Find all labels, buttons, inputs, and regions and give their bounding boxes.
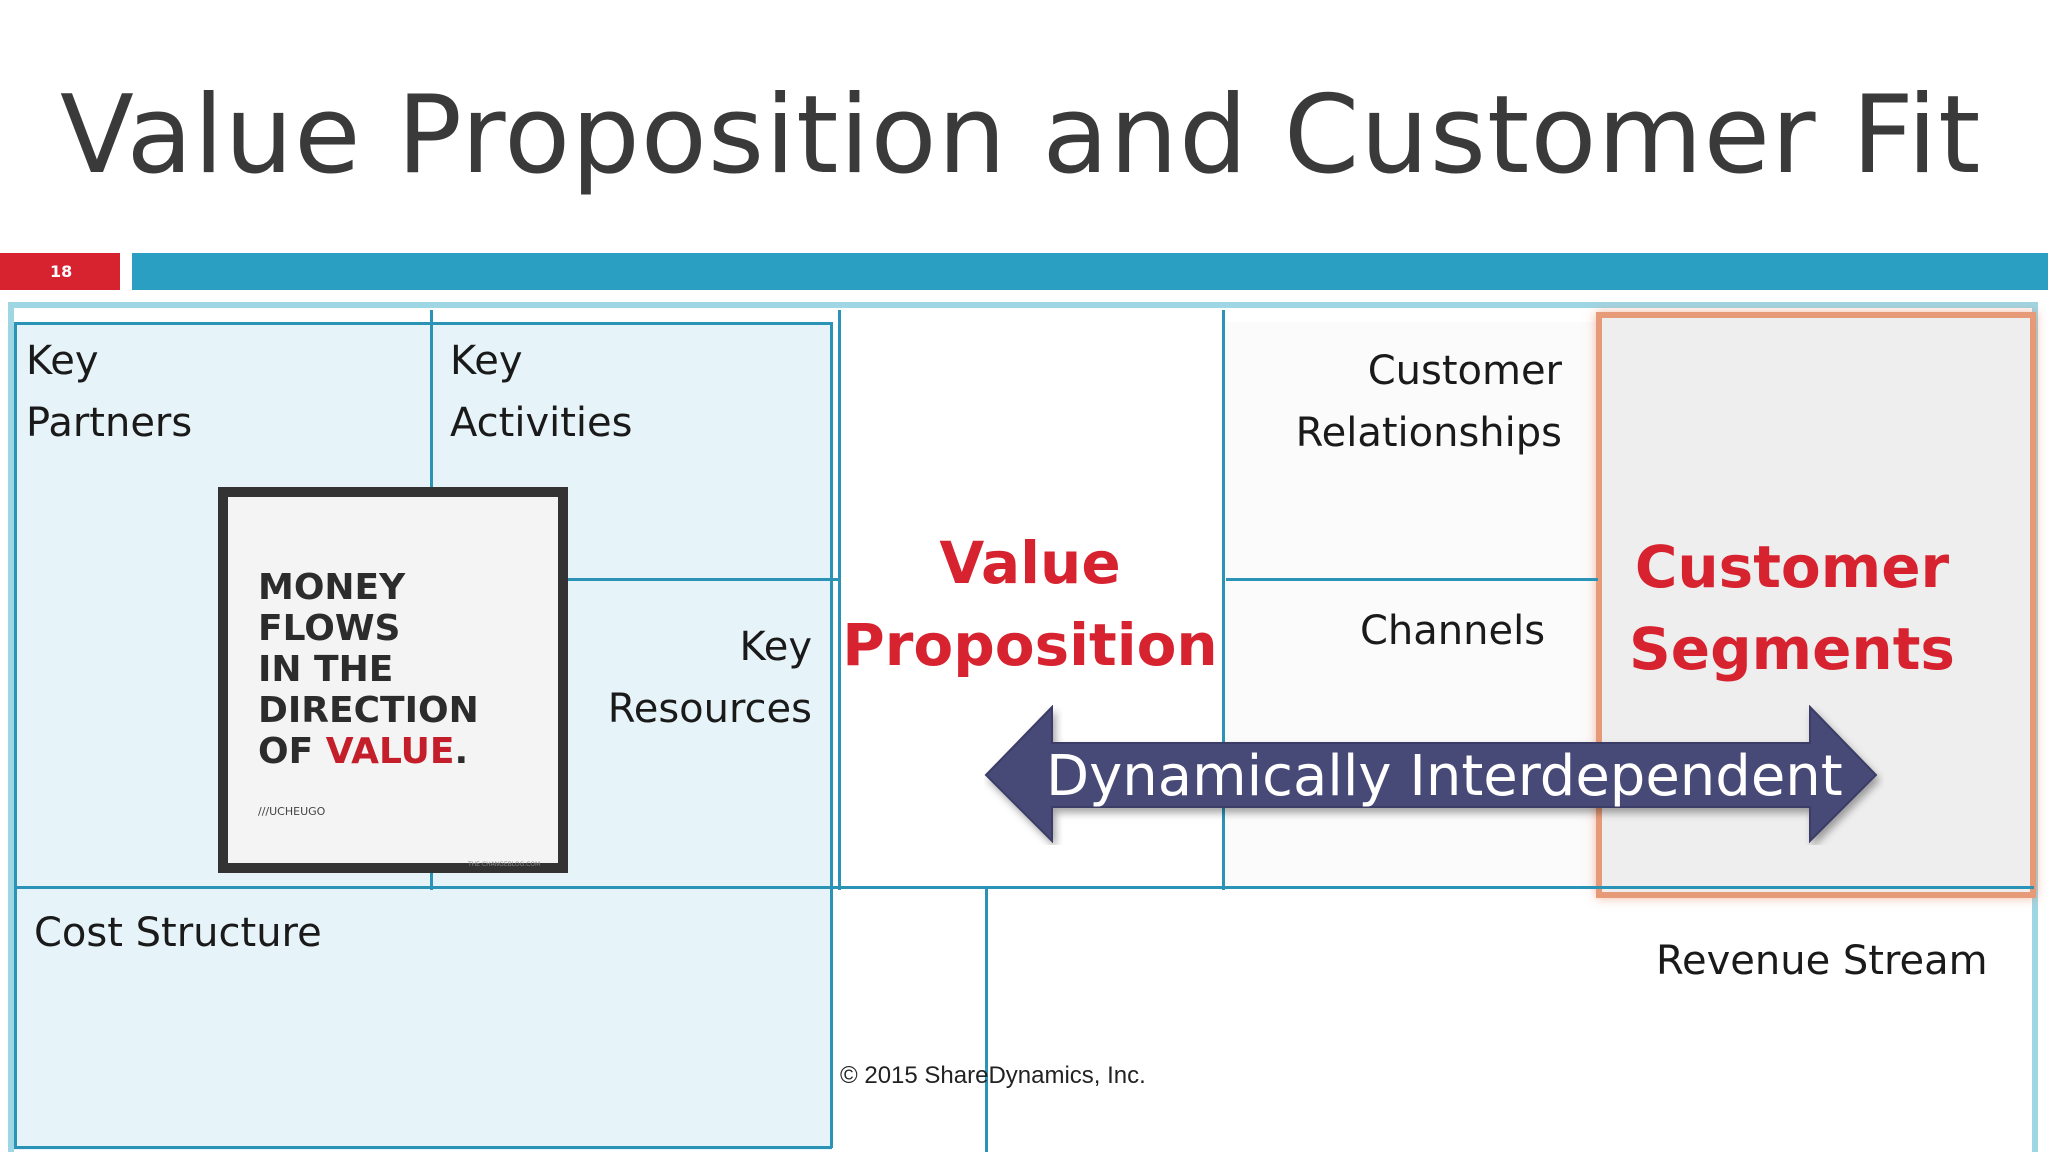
customer-relationships-label: Customer Relationships <box>1250 340 1562 464</box>
slide-title: Value Proposition and Customer Fit <box>60 73 1982 198</box>
revenue-stream-label: Revenue Stream <box>1656 938 1988 984</box>
grid-line <box>985 886 988 1152</box>
grid-line <box>14 1146 832 1149</box>
grid-line <box>566 578 838 581</box>
customer-segments-heading: Customer Segments <box>1604 526 1980 690</box>
poster-author: ///UCHEUGO <box>258 805 326 818</box>
grid-line <box>1226 578 1598 581</box>
poster-credit: THE CHANGEBLOG.COM <box>468 861 541 868</box>
copyright-text: © 2015 ShareDynamics, Inc. <box>840 1062 1146 1089</box>
poster-quote-period: . <box>454 731 469 772</box>
customer-segments-line1: Customer <box>1634 533 1950 601</box>
grid-line <box>838 310 841 890</box>
poster-quote: MONEY FLOWS IN THE DIRECTION OF VALUE. <box>258 567 479 772</box>
key-activities-line2: Activities <box>450 400 633 446</box>
money-flows-poster: MONEY FLOWS IN THE DIRECTION OF VALUE. /… <box>218 487 568 873</box>
key-resources-label: Key Resources <box>560 616 812 740</box>
channels-label: Channels <box>1360 608 1546 654</box>
customer-relationships-line1: Customer <box>1367 348 1562 394</box>
key-partners-label: Key Partners <box>26 330 192 454</box>
key-partners-line2: Partners <box>26 400 193 446</box>
grid-line <box>14 322 17 1148</box>
grid-line <box>14 886 2034 889</box>
page-number: 18 <box>50 262 73 281</box>
customer-relationships-line2: Relationships <box>1295 410 1562 456</box>
key-partners-line1: Key <box>26 338 99 384</box>
value-proposition-heading: Value Proposition <box>842 522 1218 686</box>
poster-quote-text: MONEY FLOWS IN THE DIRECTION OF <box>258 567 479 772</box>
key-activities-label: Key Activities <box>450 330 632 454</box>
key-activities-line1: Key <box>450 338 523 384</box>
header-rule <box>132 253 2048 290</box>
customer-segments-line2: Segments <box>1629 615 1955 683</box>
poster-quote-highlight: VALUE <box>325 731 455 772</box>
value-proposition-line2: Proposition <box>842 611 1218 679</box>
arrow-label: Dynamically Interdependent <box>1046 744 1843 809</box>
grid-line <box>14 322 832 325</box>
value-proposition-line1: Value <box>939 529 1121 597</box>
key-resources-line1: Key <box>739 624 812 670</box>
grid-line <box>1222 310 1225 890</box>
double-arrow-icon <box>984 705 1878 844</box>
page-number-tab: 18 <box>0 253 120 290</box>
arrow-shape <box>984 705 1878 844</box>
grid-line <box>830 322 833 1148</box>
key-resources-line2: Resources <box>607 686 812 732</box>
cost-structure-label: Cost Structure <box>34 910 322 956</box>
